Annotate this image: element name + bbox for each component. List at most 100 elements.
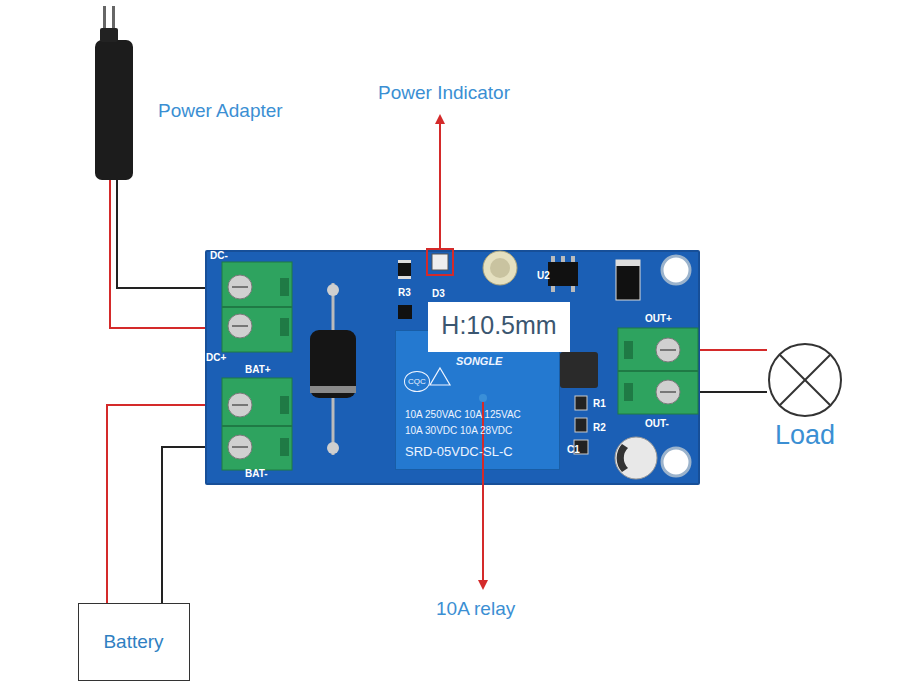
resistor-end — [398, 260, 411, 263]
terminal-slot — [280, 438, 289, 456]
terminal-divider — [222, 306, 292, 308]
wire — [110, 180, 205, 328]
diode-lead — [332, 283, 335, 455]
terminal-slot — [624, 383, 633, 401]
part-designator: U2 — [537, 270, 550, 282]
diode-body — [310, 330, 356, 398]
wire — [107, 405, 205, 603]
battery: Battery — [78, 603, 190, 681]
terminal-label: DC- — [210, 250, 228, 262]
wire — [700, 391, 767, 393]
screw-slot — [660, 391, 676, 393]
chip-pin — [571, 286, 575, 292]
smd-diode — [616, 260, 640, 300]
leader-arrow — [482, 398, 484, 588]
callout-label: Power Indicator — [378, 82, 510, 104]
device-label: Power Adapter — [158, 100, 283, 122]
led-smd — [432, 254, 448, 270]
callout-label: 10A relay — [436, 598, 515, 620]
wire — [162, 447, 205, 603]
screw-head — [656, 338, 680, 362]
cert-mark: CQC — [404, 371, 430, 392]
smd-part — [398, 305, 412, 319]
terminal-label: OUT+ — [645, 313, 672, 325]
mounting-hole — [662, 256, 690, 284]
chip-u2 — [548, 262, 578, 286]
plug-prong — [103, 6, 106, 30]
part-designator: R2 — [593, 422, 606, 434]
capacitor — [483, 251, 517, 285]
smd-diode-band — [616, 260, 640, 266]
terminal-slot — [624, 341, 633, 359]
solder-pad — [327, 284, 339, 296]
warning-symbol — [430, 368, 450, 385]
screw-slot — [232, 286, 248, 288]
terminal-slot — [280, 318, 289, 336]
dimension-text: H:10.5mm — [428, 311, 570, 340]
battery-label: Battery — [79, 631, 188, 653]
wire — [700, 349, 767, 351]
terminal-slot — [280, 278, 289, 296]
part-designator: R1 — [593, 398, 606, 410]
capacitor-smd — [574, 440, 588, 454]
terminal-label: OUT- — [645, 418, 669, 430]
screw-slot — [232, 325, 248, 327]
relay-model: SRD-05VDC-SL-C — [405, 445, 513, 460]
chip-pin — [551, 286, 555, 292]
terminal-block — [618, 328, 698, 414]
wire — [117, 180, 205, 288]
screw — [656, 380, 680, 404]
lamp-cross — [780, 355, 831, 406]
relay-rating: 10A 250VAC 10A 125VAC — [405, 409, 521, 421]
circuit-board: DC- DC+ BAT+ BAT- OUT+ OUT- R3 D3 U2R1R2C1 H:10.5… — [205, 250, 700, 485]
screw-head — [656, 380, 680, 404]
screw — [228, 435, 252, 459]
capacitor-stripe — [617, 444, 628, 472]
screw — [228, 393, 252, 417]
part-designator: D3 — [432, 288, 445, 300]
plug-prong — [112, 6, 115, 30]
lamp-symbol — [767, 342, 843, 418]
screw — [656, 338, 680, 362]
diode-band — [310, 386, 356, 393]
leader-arrow — [439, 116, 441, 249]
capacitor — [615, 437, 657, 479]
leader-dot — [479, 394, 487, 402]
screw-slot — [232, 404, 248, 406]
resistor-smd — [575, 418, 587, 432]
brand-logo: SONGLE — [456, 355, 502, 368]
chip-pin — [551, 256, 555, 262]
capacitor-top — [490, 258, 510, 278]
terminal-label: DC+ — [206, 352, 226, 364]
terminal-divider — [618, 370, 698, 372]
screw-slot — [660, 349, 676, 351]
screw-slot — [232, 446, 248, 448]
height-callout: H:10.5mm — [428, 302, 570, 352]
part-designator: R3 — [398, 287, 411, 299]
screw-head — [228, 435, 252, 459]
solder-pad — [327, 442, 339, 454]
resistor-smd — [575, 396, 587, 410]
power-adapter: Power Adapter — [95, 40, 133, 180]
terminal-divider — [222, 425, 292, 427]
terminal-slot — [280, 396, 289, 414]
screw — [228, 314, 252, 338]
load-lamp: Load — [767, 342, 843, 418]
plug-head — [100, 28, 118, 42]
terminal-label: BAT- — [245, 468, 268, 480]
chip-pin — [561, 256, 565, 262]
screw-head — [228, 275, 252, 299]
load-label: Load — [745, 420, 865, 451]
terminal-label: BAT+ — [245, 364, 271, 376]
screw — [228, 275, 252, 299]
terminal-block — [222, 262, 292, 352]
lamp-circle — [769, 344, 841, 416]
screw-head — [228, 393, 252, 417]
relay-rating: 10A 30VDC 10A 28VDC — [405, 425, 512, 437]
chip-pin — [571, 256, 575, 262]
screw-head — [228, 314, 252, 338]
part-designator: C1 — [567, 444, 580, 456]
indicator-highlight — [427, 249, 453, 275]
resistor-end — [398, 276, 411, 279]
